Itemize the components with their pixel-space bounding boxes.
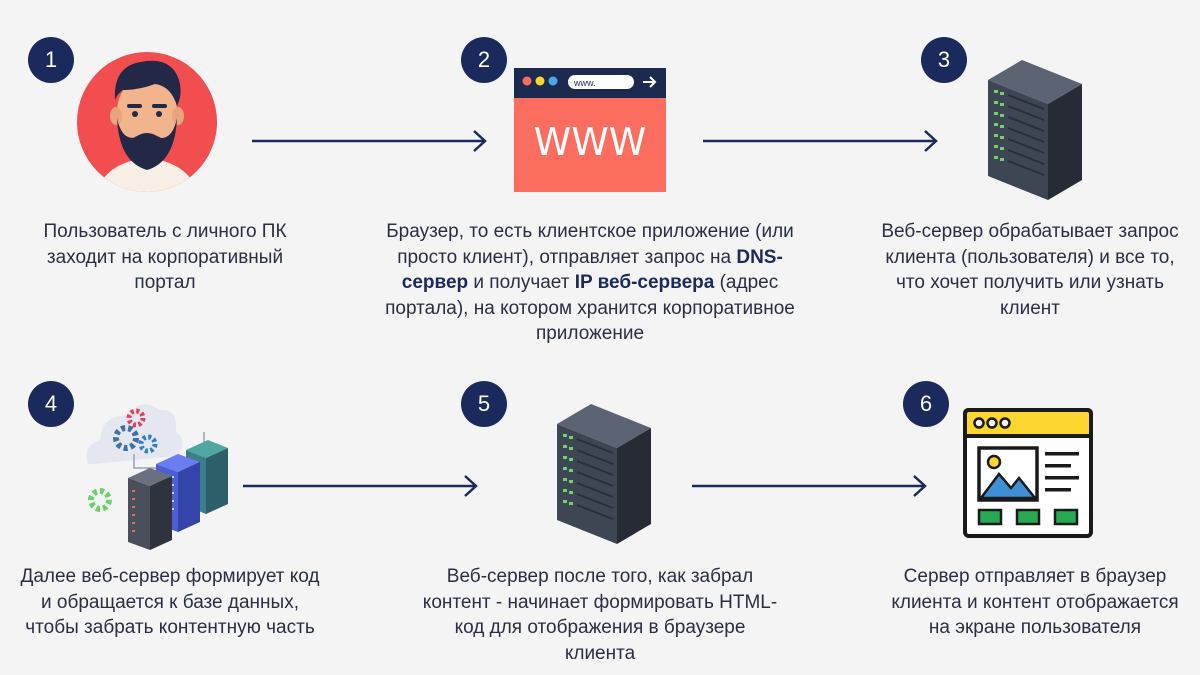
step-1-caption: Пользователь с личного ПК заходит на кор… — [43, 221, 287, 293]
step-1-badge: 1 — [28, 37, 74, 83]
step-2-caption: Браузер, то есть клиентское приложение (… — [385, 221, 795, 344]
browser-www-icon: www. WWW — [514, 68, 666, 192]
cloud-database-icon — [86, 404, 228, 550]
step-2-badge: 2 — [461, 37, 507, 83]
step-3-badge: 3 — [921, 37, 967, 83]
step-6-badge: 6 — [903, 381, 949, 427]
svg-text:WWW: WWW — [534, 120, 647, 164]
svg-text:www.: www. — [573, 78, 596, 88]
step-3-caption: Веб-сервер обрабатывает запрос клиента (… — [881, 221, 1179, 319]
user-avatar-icon — [77, 52, 217, 192]
step-5-badge: 5 — [461, 381, 507, 427]
server-rack-icon — [988, 60, 1082, 200]
step-6-caption: Сервер отправляет в браузер клиента и ко… — [891, 566, 1179, 638]
step-4-badge: 4 — [28, 381, 74, 427]
arrow-4-to-5 — [243, 475, 478, 497]
web-page-icon — [963, 408, 1093, 538]
arrow-1-to-2 — [252, 130, 487, 152]
ip-web-server-label: IP веб-сервера — [574, 272, 715, 293]
step-4-caption: Далее веб-сервер формирует код и обращае… — [20, 566, 320, 638]
step-5-caption: Веб-сервер после того, как забрал контен… — [422, 566, 778, 664]
server-rack-icon — [557, 404, 651, 544]
arrow-5-to-6 — [692, 475, 927, 497]
arrow-2-to-3 — [703, 130, 938, 152]
dns-server-label: DNS-сервер — [401, 246, 783, 294]
